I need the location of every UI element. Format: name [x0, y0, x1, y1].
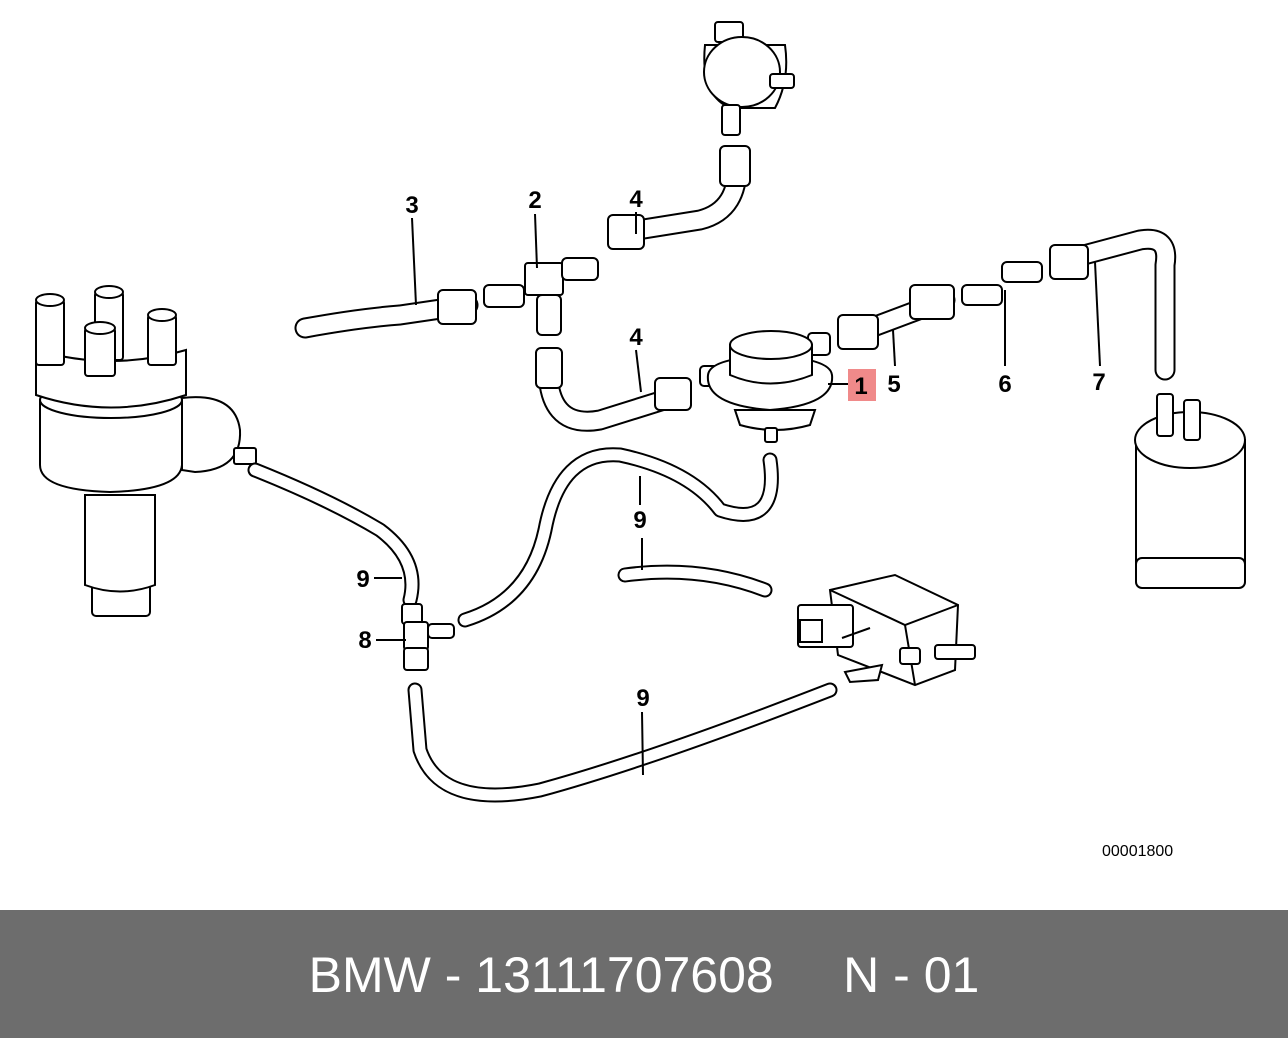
- callout-6: 6: [998, 371, 1011, 398]
- vacuum-valve-1: [699, 330, 834, 443]
- callout-4-upper: 4: [629, 186, 643, 213]
- part-number-banner: BMW - 13111707608 N - 01: [0, 910, 1288, 1038]
- callout-7: 7: [1092, 369, 1105, 396]
- vacuum-canister: [1134, 393, 1246, 589]
- t-connector-2: [483, 257, 599, 336]
- callout-9-center: 9: [633, 507, 646, 534]
- callout-1: 1: [854, 373, 867, 400]
- parts-diagram: 1 2 3 4 4 5 6 7 8 9 9 9 00001800: [35, 21, 1246, 860]
- t-connector-8: [401, 603, 455, 671]
- callout-9-bottom: 9: [636, 685, 649, 712]
- callout-5: 5: [887, 371, 900, 398]
- callout-1-highlight: [848, 369, 876, 401]
- pressure-regulator-top: [703, 21, 795, 136]
- callout-8: 8: [358, 627, 371, 654]
- solenoid-valve: [797, 573, 976, 687]
- callout-9-left: 9: [356, 566, 369, 593]
- distributor: [35, 285, 257, 617]
- connector-6: [961, 261, 1043, 306]
- callout-3: 3: [405, 192, 418, 219]
- callout-4-lower: 4: [629, 324, 643, 351]
- part-number-text: BMW - 13111707608 N - 01: [308, 947, 980, 1003]
- diagram-reference-number: 00001800: [1102, 843, 1173, 860]
- callout-2: 2: [528, 187, 541, 214]
